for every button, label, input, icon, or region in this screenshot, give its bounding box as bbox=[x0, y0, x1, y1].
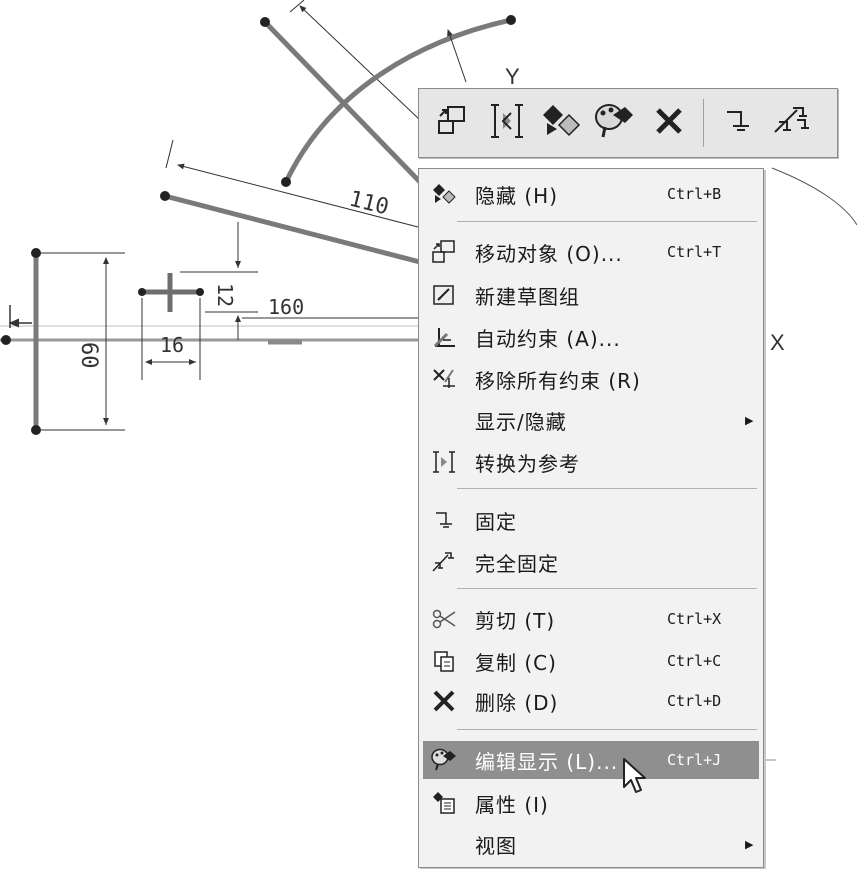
menu-item-auto-constrain[interactable]: 自动约束 (A)... bbox=[423, 318, 759, 356]
menu-item-new-sketch-group[interactable]: 新建草图组 bbox=[423, 276, 759, 314]
menu-item-fix[interactable]: 固定 bbox=[423, 501, 759, 539]
cut-icon bbox=[425, 600, 463, 638]
toolbar-separator bbox=[703, 99, 704, 147]
menu-item-convert-to-reference[interactable]: 转换为参考 bbox=[423, 443, 759, 481]
hide-icon bbox=[425, 175, 463, 213]
menu-item-label: 显示/隐藏 bbox=[475, 409, 567, 434]
dim-extension bbox=[289, 0, 305, 13]
y-axis-label: Y bbox=[505, 64, 520, 89]
fully-fix-icon bbox=[771, 102, 813, 144]
convert-to-reference-icon bbox=[487, 101, 527, 145]
sketch-point[interactable] bbox=[31, 425, 41, 435]
menu-item-view[interactable]: 视图 ▶ bbox=[423, 825, 759, 863]
menu-item-label: 自动约束 (A)... bbox=[475, 326, 621, 351]
menu-item-label: 复制 (C) bbox=[475, 650, 557, 675]
remove-constraints-icon bbox=[425, 360, 463, 398]
menu-item-shortcut: Ctrl+D bbox=[667, 692, 722, 710]
dim-text-12: 12 bbox=[213, 283, 237, 307]
toolbar-fully-fix-button[interactable] bbox=[766, 96, 818, 150]
dim-text-16: 16 bbox=[160, 333, 184, 357]
move-object-icon bbox=[425, 233, 463, 271]
menu-separator bbox=[457, 221, 757, 222]
menu-item-copy[interactable]: 复制 (C) Ctrl+C bbox=[423, 642, 759, 680]
convert-to-reference-icon bbox=[425, 443, 463, 481]
hide-icon bbox=[539, 101, 583, 145]
toolbar-hide-button[interactable] bbox=[535, 96, 587, 150]
menu-item-remove-constraints[interactable]: 移除所有约束 (R) bbox=[423, 360, 759, 398]
toolbar-move-object-button[interactable] bbox=[427, 96, 479, 150]
menu-item-label: 隐藏 (H) bbox=[475, 183, 559, 208]
menu-separator bbox=[457, 588, 757, 589]
fully-fix-icon bbox=[425, 543, 463, 581]
x-axis-label: X bbox=[770, 330, 785, 355]
dim-text-110: 110 bbox=[347, 187, 392, 221]
toolbar-edit-display-button[interactable] bbox=[589, 96, 641, 150]
sketch-point[interactable] bbox=[281, 177, 291, 187]
sketch-arc-right[interactable] bbox=[771, 167, 857, 226]
fix-icon bbox=[723, 104, 753, 142]
auto-constrain-icon bbox=[425, 318, 463, 356]
menu-item-label: 删除 (D) bbox=[475, 690, 559, 715]
sketch-arc[interactable] bbox=[283, 17, 512, 184]
dim-line-110 bbox=[177, 163, 419, 228]
dim-text-160: 160 bbox=[268, 295, 304, 319]
menu-item-label: 移除所有约束 (R) bbox=[475, 368, 641, 393]
submenu-arrow-icon: ▶ bbox=[745, 413, 754, 427]
menu-separator bbox=[457, 488, 757, 489]
edit-display-icon bbox=[425, 741, 463, 779]
delete-icon bbox=[425, 682, 463, 720]
toolbar-delete-button[interactable] bbox=[643, 96, 695, 150]
menu-item-move-object[interactable]: 移动对象 (O)... Ctrl+T bbox=[423, 233, 759, 271]
menu-item-shortcut: Ctrl+J bbox=[667, 751, 722, 769]
menu-item-shortcut: Ctrl+X bbox=[667, 610, 722, 628]
sketch-point[interactable] bbox=[260, 17, 270, 27]
menu-item-label: 完全固定 bbox=[475, 551, 559, 576]
menu-item-properties[interactable]: 属性 (I) bbox=[423, 784, 759, 822]
menu-item-shortcut: Ctrl+B bbox=[667, 185, 722, 203]
sketch-point[interactable] bbox=[31, 248, 41, 258]
sketch-point[interactable] bbox=[196, 288, 204, 296]
menu-separator bbox=[457, 729, 757, 730]
menu-item-shortcut: Ctrl+C bbox=[667, 652, 722, 670]
menu-item-label: 新建草图组 bbox=[475, 284, 580, 309]
submenu-arrow-icon: ▶ bbox=[745, 837, 754, 851]
menu-item-show-hide[interactable]: 显示/隐藏 ▶ bbox=[423, 401, 759, 439]
edit-display-icon bbox=[593, 101, 637, 145]
dim-line-top bbox=[299, 5, 421, 121]
sketch-point[interactable] bbox=[160, 191, 170, 201]
menu-item-label: 转换为参考 bbox=[475, 451, 580, 476]
context-menu: 隐藏 (H) Ctrl+B 移动对象 (O)... Ctrl+T 新建草图组 自… bbox=[418, 168, 764, 868]
menu-item-edit-display[interactable]: 编辑显示 (L)... Ctrl+J bbox=[423, 741, 759, 779]
sketch-mini-toolbar bbox=[418, 88, 838, 158]
sketch-point[interactable] bbox=[138, 288, 146, 296]
sketch-point[interactable] bbox=[506, 15, 516, 25]
menu-item-label: 编辑显示 (L)... bbox=[475, 749, 619, 774]
sketch-slanted-line[interactable] bbox=[164, 193, 421, 265]
menu-item-label: 属性 (I) bbox=[475, 792, 549, 817]
menu-item-label: 剪切 (T) bbox=[475, 608, 556, 633]
dim-text-60: 60 bbox=[76, 342, 101, 369]
menu-item-delete[interactable]: 删除 (D) Ctrl+D bbox=[423, 682, 759, 720]
menu-item-cut[interactable]: 剪切 (T) Ctrl+X bbox=[423, 600, 759, 638]
fix-icon bbox=[425, 501, 463, 539]
mouse-pointer-icon bbox=[622, 757, 648, 801]
toolbar-convert-reference-button[interactable] bbox=[481, 96, 533, 150]
menu-item-fully-fix[interactable]: 完全固定 bbox=[423, 543, 759, 581]
delete-icon bbox=[652, 104, 686, 142]
menu-item-shortcut: Ctrl+T bbox=[667, 243, 722, 261]
menu-item-hide[interactable]: 隐藏 (H) Ctrl+B bbox=[423, 175, 759, 213]
dim-extension bbox=[165, 139, 174, 169]
sketch-point[interactable] bbox=[1, 335, 11, 345]
angle-arrow bbox=[447, 29, 467, 83]
menu-item-label: 视图 bbox=[475, 833, 517, 858]
new-sketch-group-icon bbox=[425, 276, 463, 314]
toolbar-fix-button[interactable] bbox=[712, 96, 764, 150]
menu-item-label: 移动对象 (O)... bbox=[475, 241, 623, 266]
copy-icon bbox=[425, 642, 463, 680]
properties-icon bbox=[425, 784, 463, 822]
menu-item-label: 固定 bbox=[475, 509, 517, 534]
move-object-icon bbox=[436, 104, 470, 142]
